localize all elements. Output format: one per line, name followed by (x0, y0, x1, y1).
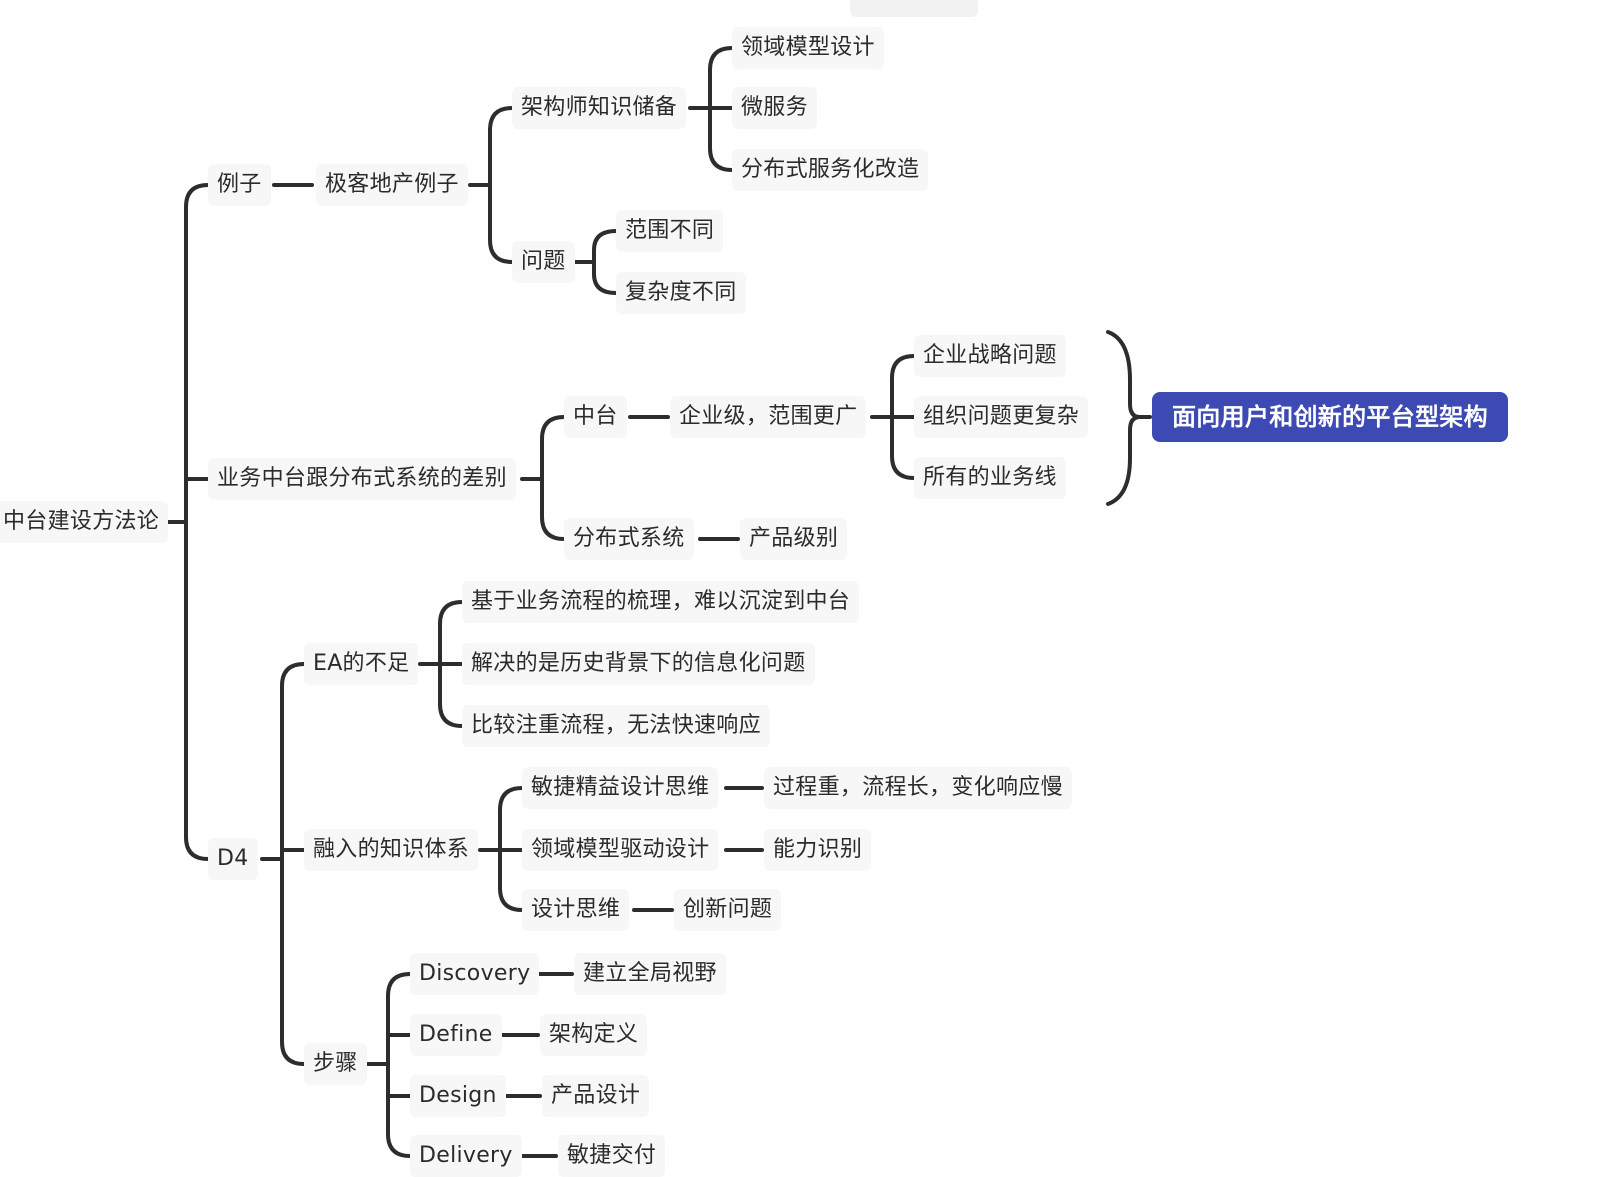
node-enterprise-item[interactable]: 企业战略问题 (914, 335, 1066, 377)
connector-d4 (260, 662, 306, 1066)
node-ea-item[interactable]: 比较注重流程，无法快速响应 (462, 705, 770, 747)
node-case[interactable]: 极客地产例子 (316, 164, 468, 206)
node-enterprise-item[interactable]: 组织问题更复杂 (914, 396, 1089, 438)
connector-steps (366, 972, 412, 1158)
node-step-child[interactable]: 架构定义 (540, 1014, 648, 1056)
node-knowledge-child[interactable]: 能力识别 (764, 829, 872, 871)
root-node[interactable]: 中台建设方法论 (0, 501, 169, 543)
offscreen-node (850, 0, 978, 17)
summary-brace (1106, 330, 1142, 506)
node-knowledge-child[interactable]: 创新问题 (674, 889, 782, 931)
node-step-child[interactable]: 产品设计 (542, 1075, 650, 1117)
node-diff[interactable]: 业务中台跟分布式系统的差别 (208, 458, 516, 500)
node-architect-item[interactable]: 领域模型设计 (732, 27, 884, 69)
connector-ea (418, 600, 464, 728)
connector-knowledge (478, 786, 524, 912)
connector-enterprise (870, 354, 916, 480)
connector-case (468, 106, 514, 264)
node-architect[interactable]: 架构师知识储备 (512, 87, 687, 129)
node-knowledge-item[interactable]: 设计思维 (522, 889, 630, 931)
node-step[interactable]: Discovery (410, 953, 540, 995)
node-step[interactable]: Define (410, 1014, 502, 1056)
node-ea-item[interactable]: 解决的是历史背景下的信息化问题 (462, 643, 815, 685)
node-architect-item[interactable]: 分布式服务化改造 (732, 149, 929, 191)
node-example[interactable]: 例子 (208, 164, 271, 206)
connector-problem (572, 229, 618, 295)
node-distributed[interactable]: 分布式系统 (564, 518, 694, 560)
node-enterprise-item[interactable]: 所有的业务线 (914, 457, 1066, 499)
node-step[interactable]: Delivery (410, 1135, 522, 1177)
node-problem-item[interactable]: 范围不同 (616, 210, 724, 252)
node-product-level[interactable]: 产品级别 (740, 518, 848, 560)
node-knowledge-item[interactable]: 领域模型驱动设计 (522, 829, 719, 871)
node-problem[interactable]: 问题 (512, 241, 575, 283)
node-middle[interactable]: 中台 (564, 396, 627, 438)
node-ea[interactable]: EA的不足 (304, 643, 419, 685)
summary-node[interactable]: 面向用户和创新的平台型架构 (1152, 392, 1508, 442)
node-problem-item[interactable]: 复杂度不同 (616, 272, 746, 314)
node-steps[interactable]: 步骤 (304, 1043, 367, 1085)
node-enterprise[interactable]: 企业级，范围更广 (670, 396, 867, 438)
connector-diff (520, 415, 566, 541)
node-knowledge-item[interactable]: 敏捷精益设计思维 (522, 767, 719, 809)
connector-architect (688, 46, 734, 172)
node-architect-item[interactable]: 微服务 (732, 87, 817, 129)
node-knowledge[interactable]: 融入的知识体系 (304, 829, 479, 871)
node-step-child[interactable]: 建立全局视野 (574, 953, 726, 995)
node-d4[interactable]: D4 (208, 838, 258, 880)
node-step-child[interactable]: 敏捷交付 (558, 1135, 666, 1177)
node-knowledge-child[interactable]: 过程重，流程长，变化响应慢 (764, 767, 1072, 809)
node-ea-item[interactable]: 基于业务流程的梳理，难以沉淀到中台 (462, 581, 860, 623)
node-step[interactable]: Design (410, 1075, 506, 1117)
connector-root (164, 183, 210, 861)
